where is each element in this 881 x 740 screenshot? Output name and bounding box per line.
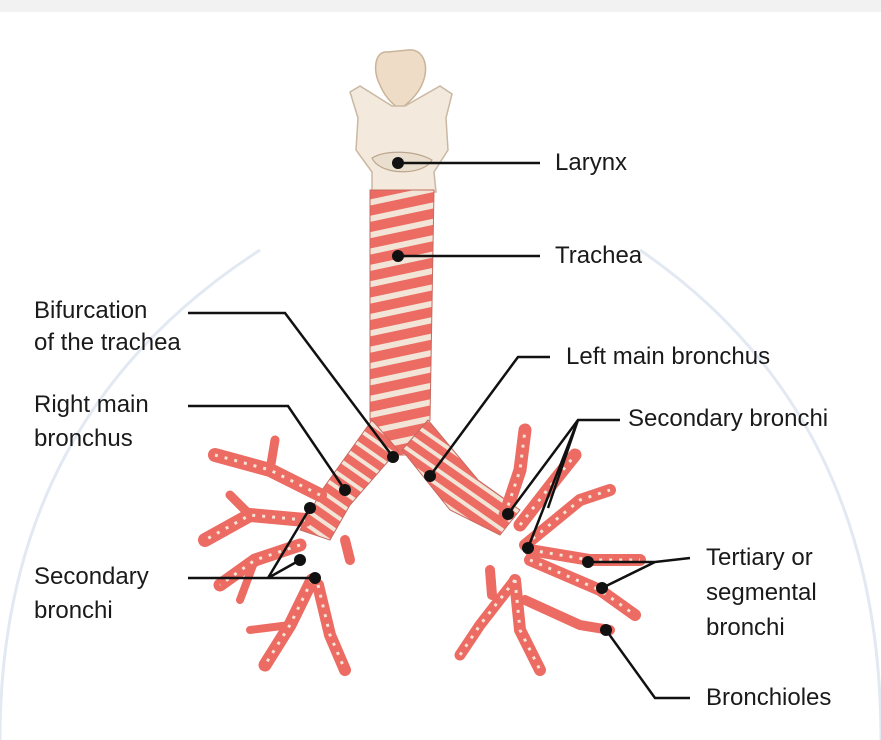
- label-secondary-bronchi-left-line2: bronchi: [34, 596, 113, 626]
- dot-secondary-left-2: [294, 554, 306, 566]
- label-bifurcation-line2: of the trachea: [34, 328, 181, 358]
- dot-larynx: [392, 157, 404, 169]
- label-tertiary-line2: segmental: [706, 578, 817, 608]
- label-left-main-bronchus: Left main bronchus: [566, 342, 770, 372]
- label-right-main-line1: Right main: [34, 390, 149, 420]
- leader-dots: [294, 157, 612, 636]
- label-secondary-bronchi-left-line1: Secondary: [34, 562, 149, 592]
- label-bifurcation-line1: Bifurcation: [34, 296, 147, 326]
- left-bronchial-branches: [460, 430, 640, 670]
- dot-secondary-left-3: [309, 572, 321, 584]
- label-right-main-line2: bronchus: [34, 424, 133, 454]
- dot-tertiary-1: [582, 556, 594, 568]
- dot-bronchioles: [600, 624, 612, 636]
- leader-bronchioles: [606, 630, 690, 698]
- dot-trachea: [392, 250, 404, 262]
- label-trachea: Trachea: [555, 241, 642, 271]
- dot-bifurcation: [387, 451, 399, 463]
- label-bronchioles: Bronchioles: [706, 683, 831, 713]
- label-secondary-bronchi-right: Secondary bronchi: [628, 404, 828, 434]
- dot-secondary-right-2: [522, 542, 534, 554]
- label-larynx: Larynx: [555, 148, 627, 178]
- dot-right-main: [339, 484, 351, 496]
- right-bronchial-branches: [205, 440, 350, 670]
- label-tertiary-line1: Tertiary or: [706, 543, 813, 573]
- dot-tertiary-2: [596, 582, 608, 594]
- larynx-shape: [350, 50, 452, 192]
- leader-right-main: [188, 406, 345, 490]
- dot-secondary-right-1: [502, 508, 514, 520]
- top-bar: [0, 0, 881, 12]
- dot-secondary-left-1: [304, 502, 316, 514]
- trachea-shape: [370, 190, 434, 455]
- dot-left-main: [424, 470, 436, 482]
- label-tertiary-line3: bronchi: [706, 613, 785, 643]
